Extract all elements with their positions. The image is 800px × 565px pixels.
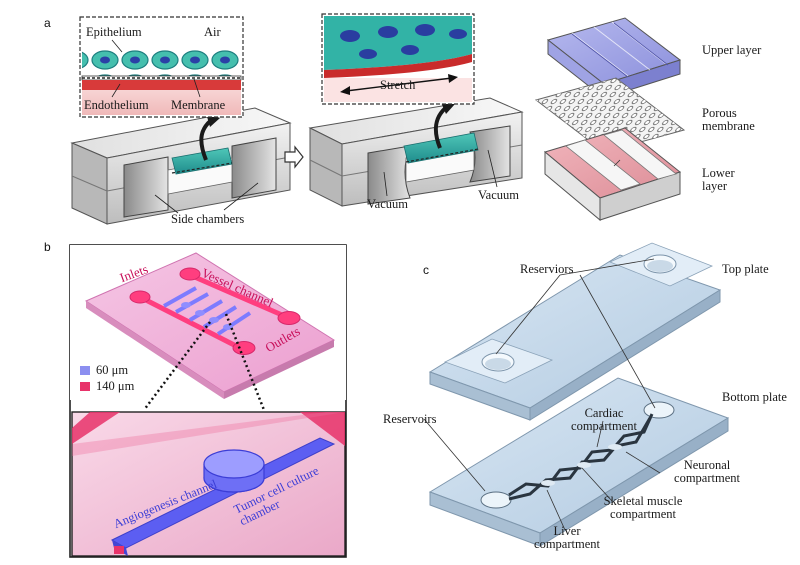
label-liver: Liver compartment xyxy=(534,524,600,551)
inset-1 xyxy=(79,16,244,118)
label-air: Air xyxy=(204,25,221,39)
legend-swatch-140 xyxy=(80,382,90,391)
label-cardiac: Cardiac compartment xyxy=(571,406,637,433)
label-membrane: Membrane xyxy=(171,98,226,112)
panel-c-leaders xyxy=(423,258,661,531)
legend-swatch-60 xyxy=(80,366,90,375)
panel-label-b: b xyxy=(44,240,51,254)
leader-vacuum-right xyxy=(487,149,498,188)
label-epithelium: Epithelium xyxy=(86,25,142,39)
label-vacuum-left: Vacuum xyxy=(367,197,408,211)
legend-label-60: 60 μm xyxy=(96,363,129,377)
label-side-chambers: Side chambers xyxy=(171,212,245,226)
label-porous-membrane: Porous membrane xyxy=(702,106,755,133)
label-skeletal-muscle: Skeletal muscle compartment xyxy=(603,494,683,521)
leader-side-right xyxy=(223,182,259,211)
label-bottom-plate: Bottom plate xyxy=(722,390,787,404)
label-top-plate: Top plate xyxy=(722,262,769,276)
zoom-view xyxy=(71,411,346,557)
label-reserviors: Reserviors xyxy=(520,262,574,276)
leader-vacuum-left xyxy=(383,171,388,197)
transition-arrow xyxy=(284,145,304,169)
leader-side-left xyxy=(154,194,179,214)
device-2 xyxy=(308,97,524,207)
label-endothelium: Endothelium xyxy=(84,98,149,112)
label-upper-layer: Upper layer xyxy=(702,43,762,57)
label-stretch: Stretch xyxy=(380,78,416,92)
label-reservoirs: Reservoirs xyxy=(383,412,437,426)
top-plate xyxy=(428,242,722,421)
panel-label-a: a xyxy=(44,16,51,30)
panel-label-c: c xyxy=(423,263,429,277)
layer-stack xyxy=(534,17,686,222)
zoom-line-right xyxy=(224,313,266,411)
bottom-plate xyxy=(428,377,730,547)
legend-label-140: 140 μm xyxy=(96,379,135,393)
label-neuronal: Neuronal compartment xyxy=(674,458,740,485)
device-1 xyxy=(70,107,292,225)
zoom-line-left xyxy=(143,321,211,411)
inset-2 xyxy=(321,13,475,105)
label-lower-layer: Lower layer xyxy=(702,166,735,193)
label-vacuum-right: Vacuum xyxy=(478,188,519,202)
